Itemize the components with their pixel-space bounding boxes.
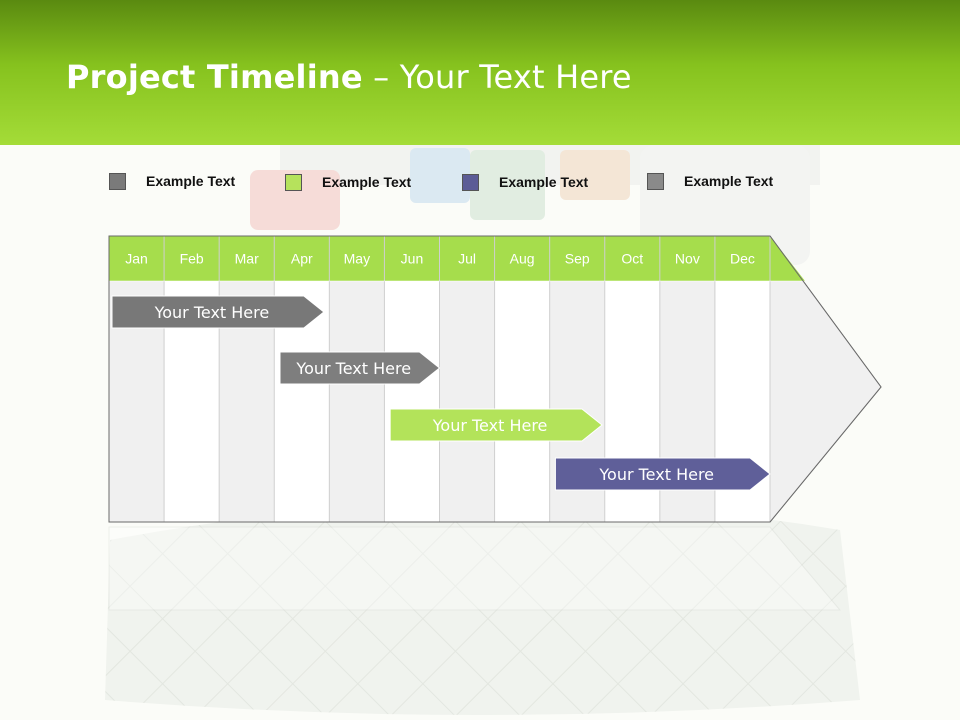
task-bar-label-2: Your Text Here: [295, 359, 411, 378]
task-bar-3: [389, 408, 603, 442]
page-title: Project Timeline – Your Text Here: [66, 58, 632, 96]
legend-swatch-3: [462, 173, 479, 191]
task-bar-1: [111, 295, 325, 329]
title-rest: – Your Text Here: [362, 58, 632, 96]
task-bar-label-3: Your Text Here: [432, 416, 548, 435]
legend-label-1: Example Text: [146, 173, 236, 189]
legend-item-1: Example Text: [109, 171, 235, 191]
month-label-oct: Oct: [621, 251, 643, 267]
timeline-outline: [108, 235, 882, 523]
legend-item-4: Example Text: [647, 171, 773, 191]
month-label-aug: Aug: [510, 251, 535, 267]
legend-swatch-4: [647, 172, 664, 190]
legend-swatch-2: [285, 173, 302, 191]
month-label-sep: Sep: [565, 251, 590, 267]
title-bold: Project Timeline: [66, 58, 363, 96]
task-bar-2: [279, 351, 441, 385]
legend-label-4: Example Text: [684, 173, 774, 189]
timeline-arrow-head: [770, 236, 881, 522]
month-label-jan: Jan: [125, 251, 148, 267]
month-column-shade: [329, 281, 385, 522]
header-banner: Project Timeline – Your Text Here: [0, 0, 960, 145]
legend-item-2: Example Text: [285, 172, 411, 192]
month-label-jul: Jul: [458, 251, 476, 267]
timeline-reflection: [108, 526, 842, 611]
legend-label-2: Example Text: [322, 174, 412, 190]
legend-label-3: Example Text: [499, 174, 589, 190]
month-column-shade: [439, 281, 495, 522]
task-bar-4: [554, 457, 771, 491]
legend-item-3: Example Text: [462, 172, 588, 192]
month-label-mar: Mar: [235, 251, 259, 267]
month-label-jun: Jun: [401, 251, 424, 267]
legend-swatch-1: [109, 172, 126, 190]
task-bar-label-1: Your Text Here: [154, 303, 270, 322]
month-label-may: May: [344, 251, 370, 267]
task-bar-label-4: Your Text Here: [598, 465, 714, 484]
month-label-nov: Nov: [675, 251, 700, 267]
month-header-strip: [109, 236, 805, 281]
month-label-apr: Apr: [291, 251, 313, 267]
month-label-feb: Feb: [180, 251, 204, 267]
background-illustration: [105, 145, 860, 715]
month-label-dec: Dec: [730, 251, 755, 267]
